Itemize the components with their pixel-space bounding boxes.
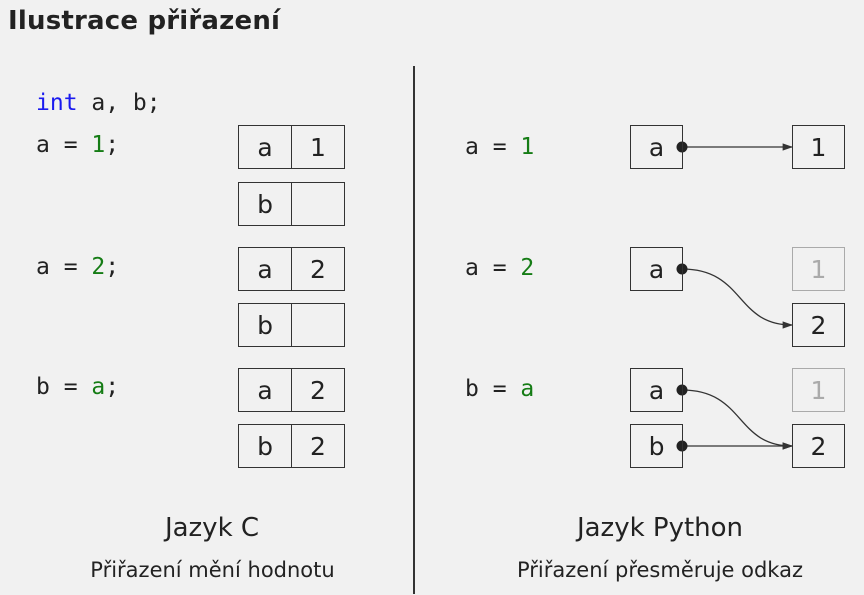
c-cell-name: a [257,254,273,284]
c-cell-value: 2 [291,248,344,290]
py-line-1: a = 1 [465,134,534,160]
py-name-box: a [630,247,683,291]
c-line-3-end: ; [105,374,120,400]
c-line-3-rhs: a [91,374,106,400]
arrow-a-to-2 [681,389,794,450]
py-line-1-lhs: a = [465,134,521,160]
py-caption: Jazyk Python [576,513,744,543]
py-subcaption: Přiřazení přesměruje odkaz [516,558,803,582]
py-value-box: 2 [792,303,845,347]
c-cell-name: b [257,310,273,340]
c-line-2: a = 2; [36,254,119,280]
c-line-3-lhs: b = [36,374,92,400]
py-value-box-stale: 1 [792,368,845,412]
py-name-box: a [630,125,683,169]
c-keyword: int [36,90,78,116]
py-value-box: 1 [792,125,845,169]
page-title: Ilustrace přiřazení [8,6,281,36]
py-line-3-lhs: b = [465,376,521,402]
c-cell-name: b [257,189,273,219]
c-caption: Jazyk C [164,513,260,543]
c-declaration-rest: a, b; [77,90,161,116]
c-cell-name: a [257,375,273,405]
c-line-2-rhs: 2 [91,254,106,280]
c-cell-value: 2 [291,425,344,467]
c-line-1-end: ; [105,132,120,158]
c-cell: b [238,303,345,347]
c-cell-name: a [257,132,273,162]
c-line-2-lhs: a = [36,254,92,280]
py-line-2-lhs: a = [465,255,521,281]
c-line-2-end: ; [105,254,120,280]
c-subcaption: Přiřazení mění hodnotu [90,558,335,582]
c-line-1-lhs: a = [36,132,92,158]
c-line-3: b = a; [36,374,119,400]
c-cell: b [238,182,345,226]
c-cell-value [291,183,344,225]
c-declaration: int a, b; [36,90,161,116]
divider [413,66,415,594]
py-line-3: b = a [465,376,534,402]
py-line-2-rhs: 2 [520,255,535,281]
c-cell-name: b [257,431,273,461]
py-line-3-rhs: a [520,376,535,402]
py-name-box: b [630,424,683,468]
py-name-box: a [630,368,683,412]
py-line-1-rhs: 1 [520,134,535,160]
py-line-2: a = 2 [465,255,534,281]
c-cell-value [291,304,344,346]
c-line-1-rhs: 1 [91,132,106,158]
arrow-a-to-2 [681,268,794,329]
c-cell-value: 1 [291,126,344,168]
py-value-box: 2 [792,424,845,468]
c-line-1: a = 1; [36,132,119,158]
py-value-box-stale: 1 [792,247,845,291]
c-cell-value: 2 [291,369,344,411]
